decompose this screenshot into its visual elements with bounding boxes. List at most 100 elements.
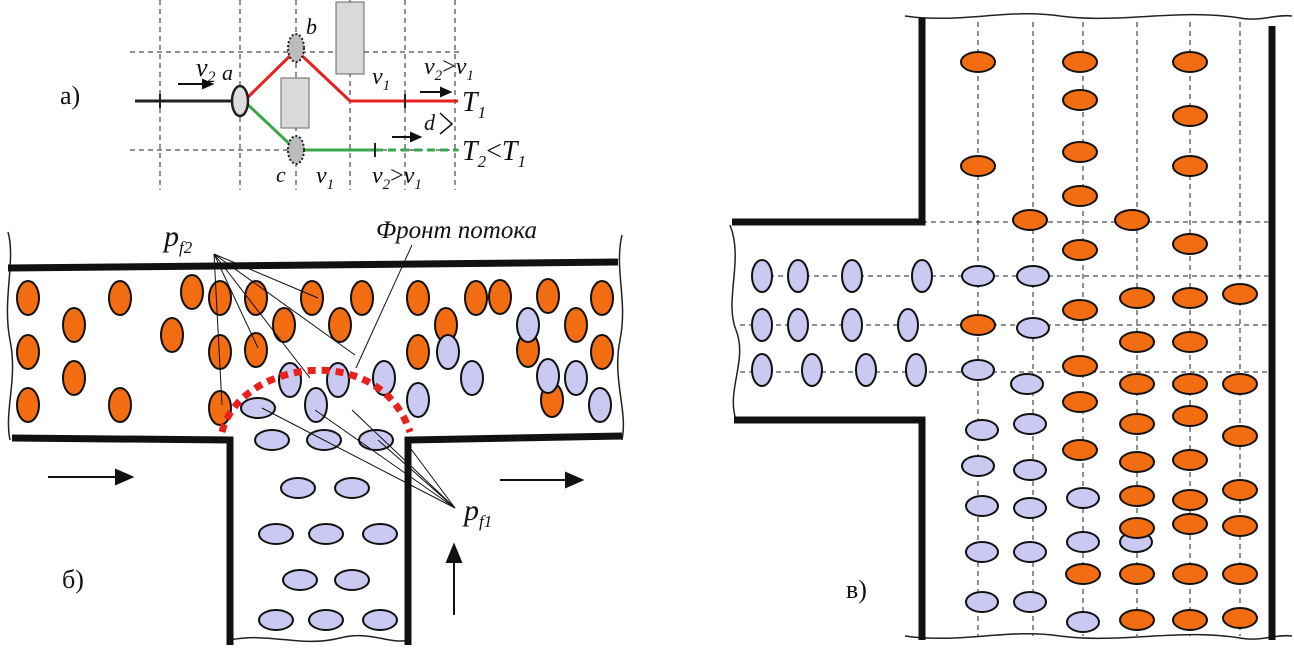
cold-particle (965, 419, 999, 441)
cold-particle (358, 429, 394, 451)
junction-panel: pf2 Фронт потока pf1 б) (6, 217, 625, 645)
hot-particle (590, 334, 614, 370)
hot-particle (1222, 515, 1258, 537)
cold-particle (282, 569, 318, 591)
cold-particle (406, 382, 430, 418)
hot-particle (1222, 563, 1258, 585)
cold-particle (961, 455, 995, 477)
hot-particle (536, 278, 560, 314)
label-panel-a: а) (60, 81, 80, 110)
cold-particle (841, 259, 863, 293)
cold-particle (1066, 611, 1100, 633)
hot-particle (244, 280, 268, 316)
hot-particle (1222, 607, 1258, 629)
hot-particle (1172, 373, 1208, 395)
cold-particle (965, 495, 999, 517)
label-point-b: b (306, 14, 317, 39)
hot-particle (1062, 439, 1098, 461)
hot-particle (406, 334, 430, 370)
flow-arrows (48, 468, 585, 615)
cold-particle (751, 308, 773, 342)
hot-particle (300, 280, 324, 316)
cold-particle (1016, 317, 1050, 339)
cold-particle (911, 259, 933, 293)
schematic-arrows (178, 78, 453, 143)
label-cond-upper: v2>v1 (424, 54, 474, 84)
hot-particle (1172, 233, 1208, 255)
hot-particle (960, 51, 996, 73)
cold-particle (897, 308, 919, 342)
hot-particle (1119, 413, 1155, 435)
hot-particle (1119, 485, 1155, 507)
label-panel-v: в) (846, 575, 867, 604)
hot-particle (1172, 51, 1208, 73)
cold-particle (841, 308, 863, 342)
hot-particle (272, 307, 296, 343)
hot-particle (1119, 517, 1155, 539)
cold-particle (362, 609, 398, 631)
label-point-c: c (276, 162, 286, 187)
hot-particle (1119, 373, 1155, 395)
cold-particle (516, 307, 540, 343)
label-v1-upper: v1 (372, 64, 390, 94)
hot-particle (406, 280, 430, 316)
hot-particle (1062, 355, 1098, 377)
channel-panel: в) (729, 12, 1293, 640)
hot-particle (1119, 287, 1155, 309)
annotation-lines (213, 244, 456, 509)
label-T1: T1 (462, 87, 486, 122)
cold-particle (278, 362, 302, 398)
hot-particle (1114, 209, 1150, 231)
label-cond-lower: v2>v1 (372, 163, 422, 193)
cold-particle (304, 387, 328, 423)
hot-particle (1222, 425, 1258, 447)
cold-particle (787, 308, 809, 342)
node-c (287, 135, 305, 165)
hot-particle (1172, 609, 1208, 631)
hot-particle (180, 274, 204, 310)
hot-particle (16, 280, 40, 316)
hot-particle (16, 334, 40, 370)
cold-particle (240, 397, 276, 419)
cold-particle (362, 523, 398, 545)
cold-particle (751, 353, 773, 387)
hot-particle (488, 279, 512, 315)
cold-particle (751, 259, 773, 293)
channel-grid (740, 22, 1268, 636)
cold-particle (280, 477, 316, 499)
cold-particle (436, 334, 460, 370)
hot-particle (62, 307, 86, 343)
cold-particle (1013, 497, 1047, 519)
cold-particle (961, 265, 995, 287)
cold-particle (801, 353, 823, 387)
hot-particle (1119, 451, 1155, 473)
hot-particle (1119, 331, 1155, 353)
hot-particle (244, 332, 268, 368)
hot-particle (108, 387, 132, 423)
label-T2: T2<T1 (462, 136, 526, 171)
hot-particle (62, 360, 86, 396)
cold-particle (1013, 541, 1047, 563)
cold-particle (258, 523, 294, 545)
hot-particle (1062, 141, 1098, 163)
label-v1-lower: v1 (316, 163, 334, 193)
label-pf2: pf2 (162, 220, 193, 257)
hot-particle (1172, 331, 1208, 353)
label-pf1: pf1 (462, 494, 492, 531)
label-panel-b: б) (62, 565, 84, 594)
cold-particle (1013, 459, 1047, 481)
cold-particle (254, 429, 290, 451)
cold-particle (308, 523, 344, 545)
hot-particle (960, 314, 996, 336)
hot-particle (1222, 479, 1258, 501)
cold-particle (1016, 265, 1050, 287)
cold-particle (1013, 591, 1047, 613)
hot-particle (208, 390, 232, 426)
hot-particle (1062, 391, 1098, 413)
hot-particle (1065, 563, 1101, 585)
cold-particle (334, 569, 370, 591)
cold-particle (564, 360, 588, 396)
cold-particle (1013, 413, 1047, 435)
label-point-d: d (424, 110, 436, 135)
